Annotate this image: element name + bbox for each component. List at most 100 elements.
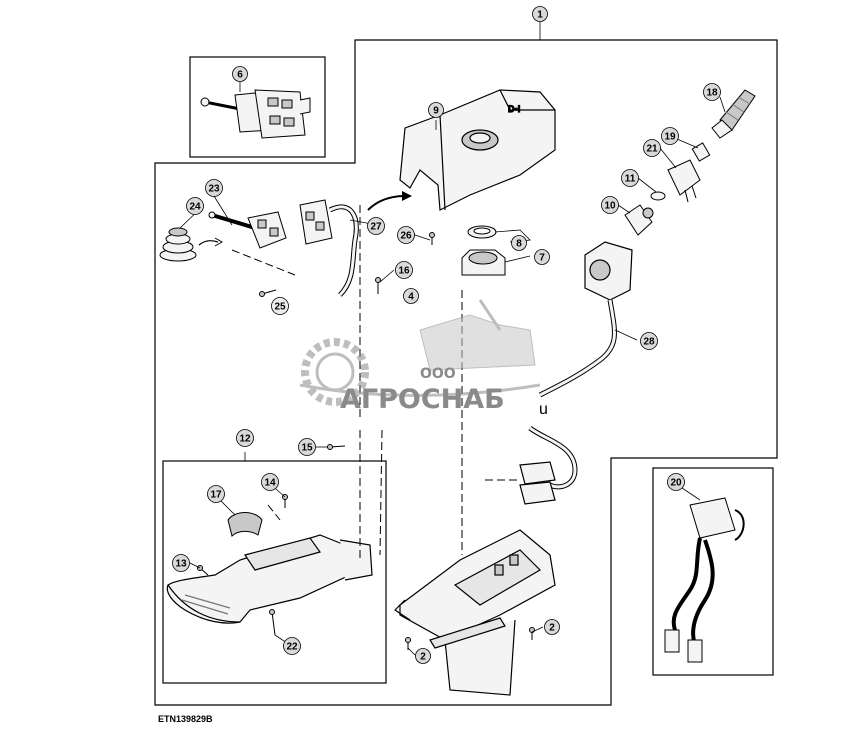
callout-21: 21 xyxy=(643,139,661,157)
callout-label: 15 xyxy=(301,443,313,454)
callout-circle xyxy=(397,226,415,244)
screws-upper xyxy=(259,232,435,297)
callout-28: 28 xyxy=(640,332,658,350)
callout-circle xyxy=(205,179,223,197)
watermark-logo xyxy=(299,299,541,406)
callout-1: 1 xyxy=(532,6,548,22)
callout-label: 10 xyxy=(604,201,616,212)
part-6-switch xyxy=(200,89,311,139)
part-19-spring xyxy=(691,142,711,162)
figure-code: ETN139829B xyxy=(158,714,213,724)
callout-label: 27 xyxy=(370,222,382,233)
callout-26: 26 xyxy=(397,226,415,244)
callout-13: 13 xyxy=(172,554,190,572)
callout-layer: 1691819211110232427268716425281215201714… xyxy=(172,6,721,664)
part-21-switch xyxy=(667,159,701,203)
part-8-ring xyxy=(467,225,497,239)
callout-circle xyxy=(640,332,658,350)
callout-circle xyxy=(172,554,190,572)
callout-circle xyxy=(395,261,413,279)
callout-circle xyxy=(601,196,619,214)
callout-10: 10 xyxy=(601,196,619,214)
callout-9: 9 xyxy=(428,102,444,118)
callout-circle xyxy=(544,619,560,635)
callout-label: 18 xyxy=(706,88,718,99)
callout-circle xyxy=(207,485,225,503)
callout-18: 18 xyxy=(703,83,721,101)
callout-label: 1 xyxy=(537,10,543,21)
part-7-collar xyxy=(461,249,506,276)
callout-circle xyxy=(283,637,301,655)
callout-label: 2 xyxy=(420,652,426,663)
callout-circle xyxy=(236,429,254,447)
callout-circle xyxy=(271,297,289,315)
part-24-boot xyxy=(159,227,224,262)
callout-label: 8 xyxy=(516,239,522,250)
callout-label: 21 xyxy=(646,144,658,155)
callout-circle xyxy=(667,473,685,491)
callout-label: 17 xyxy=(210,490,222,501)
callout-circle xyxy=(298,438,316,456)
callout-label: 23 xyxy=(208,184,220,195)
part-20-harness xyxy=(664,497,745,663)
callout-label: 26 xyxy=(400,231,412,242)
callout-25: 25 xyxy=(271,297,289,315)
detail-frame-6 xyxy=(189,56,326,158)
callout-label: 12 xyxy=(239,434,251,445)
callout-circle xyxy=(403,288,419,304)
callout-label: 13 xyxy=(175,559,187,570)
callout-circle xyxy=(511,235,527,251)
callout-label: 19 xyxy=(664,132,676,143)
callout-19: 19 xyxy=(661,127,679,145)
part-23-lever xyxy=(208,211,287,249)
callout-15: 15 xyxy=(298,438,316,456)
callout-22: 22 xyxy=(283,637,301,655)
callout-2: 2 xyxy=(415,648,431,664)
detail-frame-12 xyxy=(162,460,387,684)
callout-label: 7 xyxy=(539,253,545,264)
callout-23: 23 xyxy=(205,179,223,197)
callout-7: 7 xyxy=(534,249,550,265)
watermark-prefix: ООО xyxy=(420,366,456,382)
callout-label: 6 xyxy=(237,70,243,81)
callout-label: 22 xyxy=(286,642,298,653)
callout-circle xyxy=(428,102,444,118)
callout-circle xyxy=(186,197,204,215)
callout-circle xyxy=(621,169,639,187)
callout-24: 24 xyxy=(186,197,204,215)
callout-circle xyxy=(534,249,550,265)
main-assembly-frame xyxy=(154,39,778,706)
callout-2: 2 xyxy=(544,619,560,635)
detail-frame-20 xyxy=(652,467,774,676)
callout-label: 25 xyxy=(274,302,286,313)
callout-11: 11 xyxy=(621,169,639,187)
callout-label: 11 xyxy=(625,174,636,185)
callout-label: 2 xyxy=(549,623,555,634)
callout-20: 20 xyxy=(667,473,685,491)
callout-14: 14 xyxy=(261,473,279,491)
callout-label: 24 xyxy=(189,202,201,213)
frames xyxy=(154,39,778,706)
callout-27: 27 xyxy=(367,217,385,235)
callout-8: 8 xyxy=(511,235,527,251)
svg-text:D◦i: D◦i xyxy=(508,104,520,114)
part-27-harness xyxy=(299,199,359,297)
callout-circle xyxy=(261,473,279,491)
assembly-lines xyxy=(231,205,520,560)
callout-circle xyxy=(232,66,248,82)
watermark-stray-glyph: u xyxy=(539,401,548,418)
part-10-knob xyxy=(624,204,654,236)
callout-label: 9 xyxy=(433,106,439,117)
callout-label: 20 xyxy=(670,478,682,489)
callout-circle xyxy=(643,139,661,157)
watermark-name: АГРОСНАБ xyxy=(340,384,505,415)
part-9-cover: D◦i xyxy=(399,89,556,211)
callout-circle xyxy=(367,217,385,235)
callout-4: 4 xyxy=(403,288,419,304)
callout-label: 16 xyxy=(398,266,410,277)
part-11-washer xyxy=(650,191,666,201)
part-18-grip xyxy=(711,89,756,139)
callout-label: 14 xyxy=(264,478,276,489)
callout-label: 4 xyxy=(408,292,414,303)
